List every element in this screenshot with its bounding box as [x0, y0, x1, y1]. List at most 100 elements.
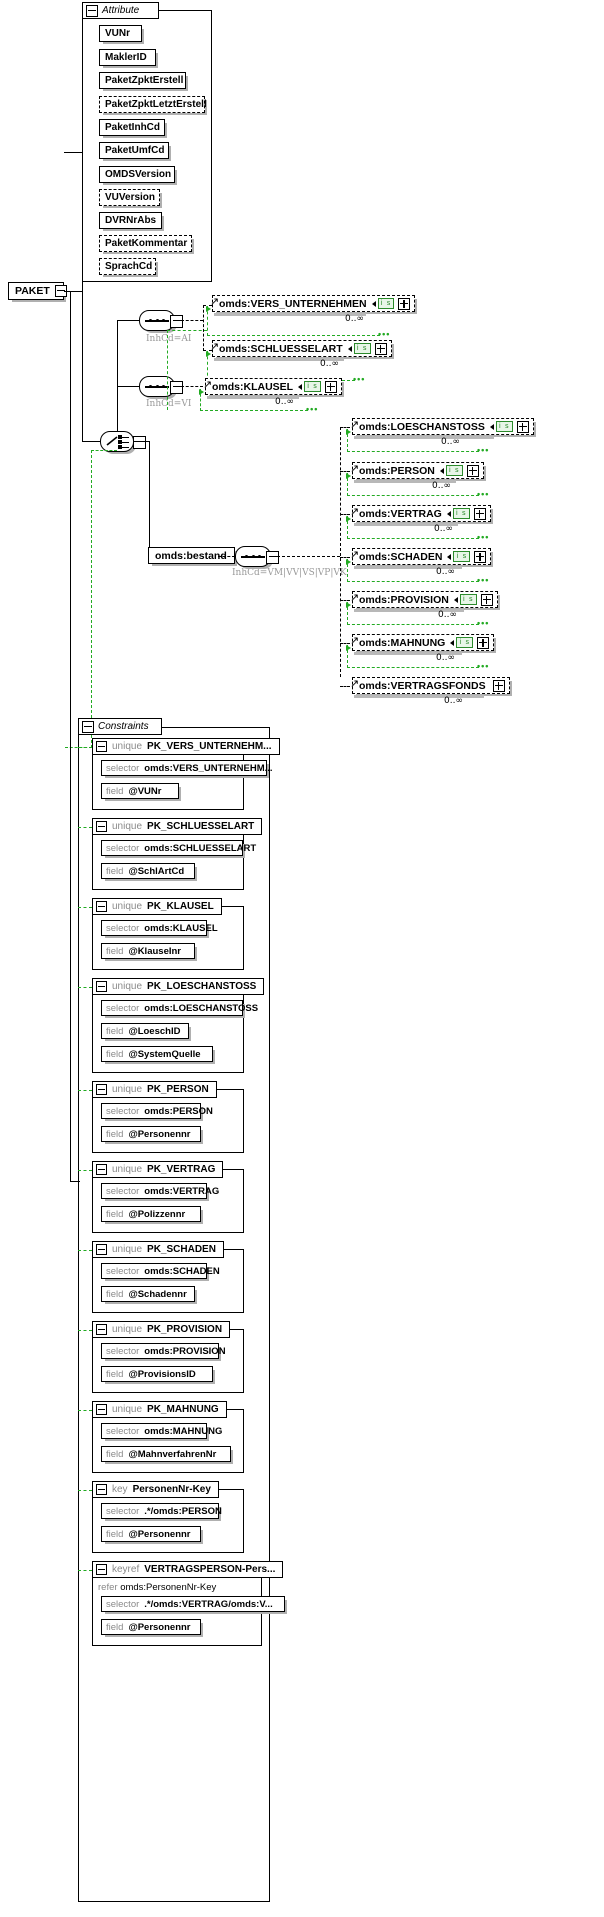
- sequence-compositor-bestand[interactable]: [235, 546, 279, 567]
- attribute-dvrnrabs[interactable]: DVRNrAbs: [99, 212, 162, 229]
- element-person[interactable]: omds:PERSON i s: [352, 462, 484, 479]
- attribute-paketumfcd[interactable]: PaketUmfCd: [99, 142, 169, 159]
- collapse-icon[interactable]: [86, 4, 98, 17]
- collapse-icon[interactable]: [96, 1404, 107, 1415]
- constraint-field-row[interactable]: field@Schadennr: [101, 1286, 195, 1302]
- constraint-field-row[interactable]: field@SchlArtCd: [101, 863, 195, 879]
- constraint-name: PK_SCHLUESSELART: [147, 821, 255, 832]
- collapse-icon[interactable]: [96, 1244, 107, 1255]
- collapse-icon[interactable]: [133, 436, 146, 449]
- collapse-icon[interactable]: [96, 741, 107, 752]
- choice-compositor[interactable]: [100, 431, 146, 452]
- element-vertrag[interactable]: omds:VERTRAG i s: [352, 505, 491, 522]
- attribute-vuversion[interactable]: VUVersion: [99, 189, 160, 206]
- attribute-paketkommentar[interactable]: PaketKommentar: [99, 235, 192, 252]
- collapse-icon[interactable]: [266, 551, 279, 564]
- green-dots: •••: [477, 445, 490, 455]
- element-provision[interactable]: omds:PROVISION i s: [352, 591, 498, 608]
- constraint-field-row[interactable]: field@VUNr: [101, 783, 179, 799]
- attribute-sprachcd[interactable]: SprachCd: [99, 258, 156, 275]
- expand-icon[interactable]: [473, 507, 486, 520]
- sequence-compositor-ai[interactable]: [139, 310, 183, 331]
- row-kind: selector: [106, 1598, 140, 1610]
- row-kind: selector: [106, 1505, 140, 1517]
- constraint-field-row[interactable]: field@Polizzennr: [101, 1206, 201, 1222]
- attribute-omdsversion[interactable]: OMDSVersion: [99, 166, 175, 183]
- constraints-tab[interactable]: Constraints: [78, 718, 162, 735]
- expand-icon[interactable]: [466, 464, 479, 477]
- constraint-field-row[interactable]: field@LoeschID: [101, 1023, 189, 1039]
- expand-icon[interactable]: [398, 297, 411, 310]
- attribute-maklerid[interactable]: MaklerID: [99, 49, 156, 66]
- collapse-icon[interactable]: [96, 1484, 107, 1495]
- constraint-field-row[interactable]: field@ProvisionsID: [101, 1366, 213, 1382]
- expand-icon[interactable]: [324, 380, 337, 393]
- constraint-kind: keyref: [112, 1564, 140, 1575]
- collapse-icon[interactable]: [96, 901, 107, 912]
- attribute-paketzpktletzterstell[interactable]: PaketZpktLetztErstell: [99, 96, 207, 113]
- element-schluesselart[interactable]: omds:SCHLUESSELART i s: [212, 340, 392, 357]
- collapse-icon[interactable]: [96, 1164, 107, 1175]
- constraint-selector-row[interactable]: selector.*/omds:PERSON: [101, 1503, 222, 1519]
- type-badge: i s: [459, 594, 477, 605]
- constraint-field-row[interactable]: field@SystemQuelle: [101, 1046, 213, 1062]
- element-loeschanstoss[interactable]: omds:LOESCHANSTOSS i s: [352, 418, 534, 435]
- expand-icon[interactable]: [474, 550, 487, 563]
- green-connector: [347, 624, 479, 625]
- element-mahnung[interactable]: omds:MAHNUNG i s: [352, 634, 495, 651]
- attribute-paketzpkterstell[interactable]: PaketZpktErstell: [99, 72, 186, 89]
- expand-icon[interactable]: [374, 342, 387, 355]
- expand-icon[interactable]: [480, 593, 493, 606]
- element-vers-unternehmen[interactable]: omds:VERS_UNTERNEHMEN i s: [212, 295, 416, 312]
- collapse-icon[interactable]: [96, 1564, 107, 1575]
- root-element-paket[interactable]: PAKET: [8, 282, 67, 300]
- green-dots: •••: [353, 374, 366, 384]
- expand-icon[interactable]: [516, 420, 529, 433]
- collapse-icon[interactable]: [170, 381, 183, 394]
- element-schaden[interactable]: omds:SCHADEN i s: [352, 548, 492, 565]
- collapse-icon[interactable]: [96, 1084, 107, 1095]
- constraint-header[interactable]: keyref VERTRAGSPERSON-Pers...: [92, 1561, 284, 1578]
- collapse-icon[interactable]: [170, 315, 183, 328]
- constraint-field-row[interactable]: field@Personennr: [101, 1526, 201, 1542]
- attribute-group-tab[interactable]: Attribute: [82, 2, 159, 19]
- constraint-kind: unique: [112, 1404, 143, 1415]
- sequence-compositor-vi[interactable]: [139, 376, 183, 397]
- collapse-icon[interactable]: [82, 720, 94, 733]
- collapse-icon[interactable]: [96, 981, 107, 992]
- collapse-icon[interactable]: [96, 1324, 107, 1335]
- constraint-field-row[interactable]: field@Personennr: [101, 1126, 201, 1142]
- element-bestand[interactable]: omds:bestand: [148, 547, 235, 564]
- constraint-name: VERTRAGSPERSON-Pers...: [144, 1564, 276, 1575]
- collapse-icon[interactable]: [96, 821, 107, 832]
- element-klausel[interactable]: omds:KLAUSEL i s: [205, 378, 342, 395]
- attribute-vunr[interactable]: VUNr: [99, 25, 142, 42]
- constraint-selector-row[interactable]: selector.*/omds:VERTRAG/omds:V...: [101, 1596, 285, 1612]
- constraint-field-row[interactable]: field@MahnverfahrenNr: [101, 1446, 231, 1462]
- expand-icon[interactable]: [477, 636, 490, 649]
- constraint-field-row[interactable]: field@Personennr: [101, 1619, 201, 1635]
- expand-icon[interactable]: [492, 679, 505, 692]
- element-vertragsfonds[interactable]: omds:VERTRAGSFONDS: [352, 677, 510, 694]
- constraint-field-row[interactable]: field@KlauseInr: [101, 943, 195, 959]
- attribute-paketinhcd[interactable]: PaketInhCd: [99, 119, 165, 136]
